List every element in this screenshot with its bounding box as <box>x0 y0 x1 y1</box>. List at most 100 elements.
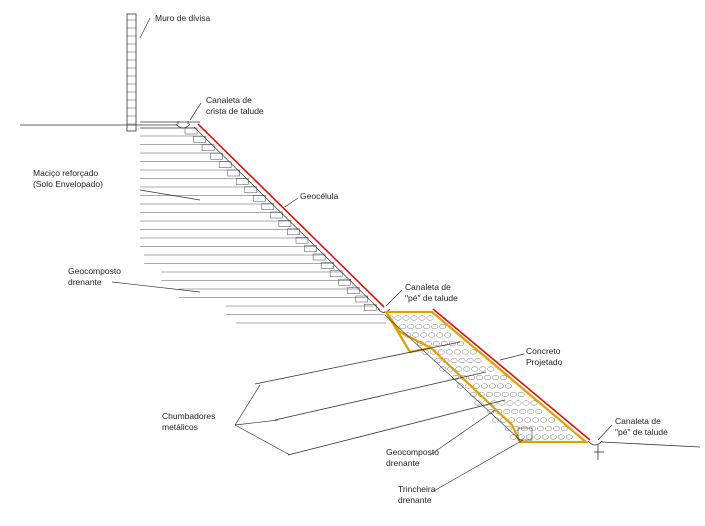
leader-trincheira <box>431 439 524 493</box>
stone <box>428 332 436 338</box>
stone <box>440 340 448 347</box>
boundary-wall <box>126 13 137 132</box>
label-geocomposto-low-l2: drenante <box>386 458 420 468</box>
geocell-block <box>329 270 343 278</box>
stone <box>474 400 482 406</box>
stone <box>418 315 426 321</box>
stone <box>410 315 418 321</box>
stone <box>541 434 549 440</box>
leader-chumb-3 <box>234 424 291 456</box>
stone <box>504 383 512 389</box>
stone <box>552 425 560 432</box>
stone <box>530 400 538 406</box>
stone <box>399 323 407 330</box>
crest-channel <box>175 123 191 129</box>
label-geocomposto-low-l1: Geocomposto <box>386 447 439 457</box>
trench-box <box>517 427 533 441</box>
stone <box>490 400 498 406</box>
stone <box>506 400 514 406</box>
label-concreto-l2: Projetado <box>526 357 563 367</box>
label-concreto-l1: Concreto <box>526 346 561 356</box>
geocell-block <box>235 178 249 185</box>
leader-concreto <box>499 353 525 361</box>
label-trincheira-l2: drenante <box>398 495 432 505</box>
label-canaleta-pe-mid-l2: "pé" de talude <box>405 293 458 303</box>
stone <box>517 391 525 398</box>
label-macico-l2: (Solo Envelopado) <box>33 179 103 189</box>
stone <box>524 417 532 423</box>
stone <box>548 417 556 423</box>
stone <box>480 383 488 389</box>
label-macico-l1: Maciço reforçado <box>33 168 98 178</box>
label-canaleta-pe-low-l1: Canaleta de <box>615 416 661 426</box>
leader-macico <box>139 189 201 201</box>
leader-lines <box>111 17 613 493</box>
leader-crista <box>189 102 202 121</box>
lower-toe-channel <box>587 440 603 446</box>
shotcrete-inner-edge <box>385 311 432 349</box>
stone <box>503 408 511 415</box>
stone <box>456 340 464 347</box>
label-trincheira-l1: Trincheira <box>398 484 436 494</box>
stone <box>434 357 442 364</box>
anchor-3 <box>287 399 506 456</box>
stone <box>533 434 541 440</box>
stone <box>463 366 471 372</box>
stone <box>528 425 536 432</box>
stone <box>522 400 530 406</box>
geocell-block <box>261 203 275 210</box>
stone <box>492 417 500 423</box>
stone <box>496 383 504 389</box>
stone <box>532 417 540 423</box>
leader-geocelula <box>284 197 299 208</box>
stone <box>436 332 444 338</box>
anchor-1 <box>254 341 461 385</box>
geocell-block <box>244 186 258 194</box>
stone <box>448 340 456 347</box>
geocell-steps <box>184 127 377 311</box>
anchor-2 <box>274 371 487 421</box>
stone <box>565 434 573 440</box>
stone <box>504 425 512 432</box>
stone <box>487 408 495 415</box>
stone <box>520 425 528 432</box>
stone <box>415 323 423 330</box>
stone <box>402 315 410 321</box>
geocell-block <box>253 194 266 202</box>
crest-channel-lips <box>177 121 189 124</box>
geocell-block <box>364 304 377 311</box>
stone <box>453 349 461 355</box>
stone <box>485 391 493 398</box>
leader-geocomposto <box>111 281 201 293</box>
geocell-block <box>193 136 206 143</box>
geocell-block <box>210 152 223 160</box>
geocell-block <box>338 278 351 286</box>
stone <box>492 374 500 381</box>
stone <box>412 332 420 338</box>
stone <box>439 366 447 372</box>
geocell-block <box>278 220 292 227</box>
leader-chumb-2 <box>234 419 279 426</box>
geocell-facing-lower <box>432 308 591 441</box>
stone <box>519 408 527 415</box>
stone <box>511 408 519 415</box>
geocell-block <box>312 253 326 261</box>
geocell-block <box>355 295 369 303</box>
stone <box>420 332 428 338</box>
geocell-block <box>184 127 198 135</box>
stone <box>472 383 480 389</box>
geocell-block <box>287 228 300 236</box>
reinforced-fill-layers <box>140 135 386 324</box>
stone <box>479 366 487 372</box>
stone <box>535 408 543 415</box>
stone <box>461 349 469 355</box>
stone <box>500 374 508 381</box>
stone <box>525 434 533 440</box>
leader-chumb-1 <box>234 384 261 426</box>
geocell-inner-upper <box>193 126 381 311</box>
stone <box>444 332 452 338</box>
stone <box>540 417 548 423</box>
stone <box>466 357 474 364</box>
leader-pe-mid <box>385 289 403 307</box>
